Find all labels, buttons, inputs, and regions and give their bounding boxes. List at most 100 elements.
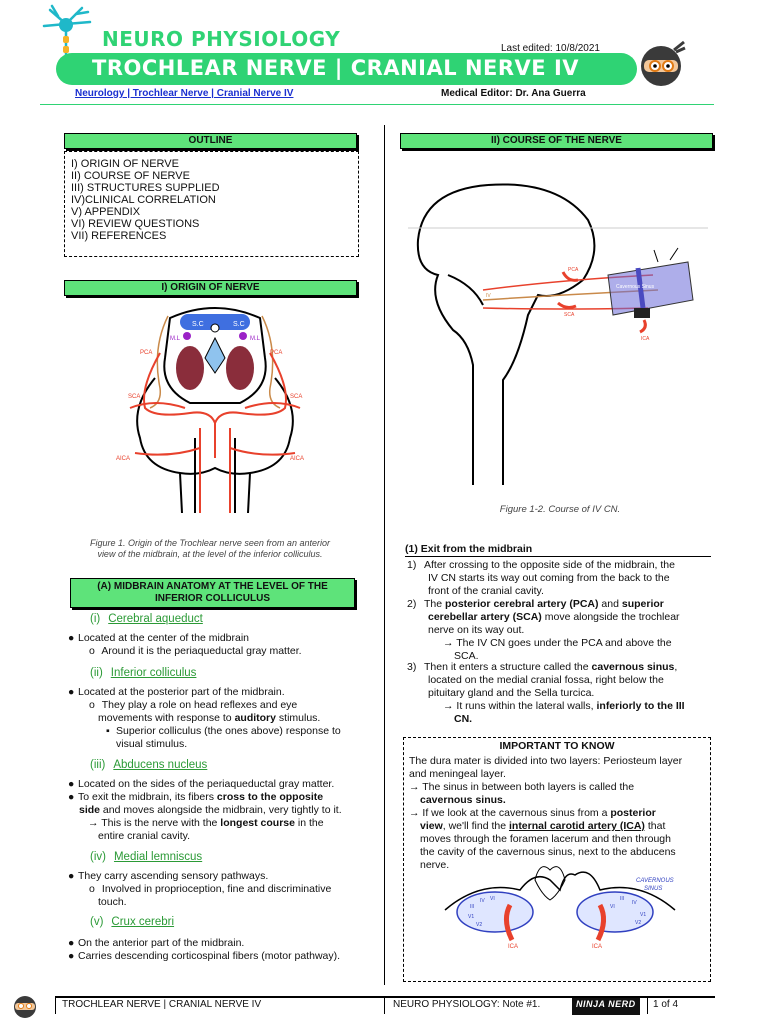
heading-line: INFERIOR COLLICULUS (155, 593, 270, 604)
text: , we'll find the (442, 820, 509, 832)
page-title: TROCHLEAR NERVE | CRANIAL NERVE IV (92, 56, 580, 80)
midbrain-figure: S.C S.C M.L M.L PCA PCA SCA SCA AICA AIC… (100, 298, 330, 528)
bullet: ●To exit the midbrain, its fibers cross … (68, 791, 324, 803)
fig-label-sc: S.C (192, 321, 204, 328)
caption-line: Figure 1. Origin of the Trochlear nerve … (90, 538, 330, 548)
subheading-num: (ii) (90, 667, 103, 679)
bold-text: posterior cerebral artery (PCA) (445, 598, 599, 610)
text: pituitary gland and the Sella turcica. (428, 687, 595, 699)
fig-label-pca: PCA (140, 350, 152, 356)
footer-rule (55, 996, 715, 998)
bold-text: cavernous sinus (591, 661, 675, 673)
fig-label-sca: SCA (290, 394, 302, 400)
subheading-title: Crux cerebri (111, 916, 175, 928)
ninja-mascot-icon (636, 38, 686, 88)
column-divider (384, 125, 385, 985)
point-num: 2) (407, 598, 417, 610)
fig-label-ml: M.L (170, 336, 181, 342)
outline-item[interactable]: III) STRUCTURES SUPPLIED (71, 182, 220, 194)
page-number: 1 of 4 (653, 999, 679, 1010)
caption-line: view of the midbrain, at the level of th… (97, 549, 323, 559)
outline-item[interactable]: IV)CLINICAL CORRELATION (71, 194, 216, 206)
footer-separator (384, 998, 385, 1014)
fig-label-cavernous-sinus: Cavernous Sinus (616, 284, 655, 290)
text: , (674, 661, 678, 673)
outline-item[interactable]: VI) REVIEW QUESTIONS (71, 218, 200, 230)
bullet: ●Located at the center of the midbrain (68, 632, 250, 644)
fig-label-ml: M.L (250, 336, 261, 342)
bold-text: view (420, 820, 443, 832)
breadcrumb[interactable]: Neurology | Trochlear Nerve | Cranial Ne… (75, 88, 294, 99)
figure-1-2-caption: Figure 1-2. Course of IV CN. (499, 504, 621, 515)
text: and meningeal layer. (409, 768, 506, 780)
text: stimulus. (275, 712, 321, 724)
important-heading: IMPORTANT TO KNOW (499, 740, 615, 752)
fig-label-aica: AICA (290, 456, 304, 462)
last-edited: Last edited: 10/8/2021 (501, 43, 600, 54)
bullet-text: Located at the center of the midbrain (78, 632, 250, 644)
svg-text:V1: V1 (640, 912, 646, 918)
text: After crossing to the opposite side of t… (424, 559, 675, 571)
subheading-num: (iv) (90, 851, 106, 863)
bold-text: auditory (234, 712, 276, 724)
point-num: 1) (407, 559, 417, 571)
course-heading: II) COURSE OF THE NERVE (400, 133, 713, 149)
svg-text:VI: VI (490, 896, 495, 902)
outline-item[interactable]: II) COURSE OF NERVE (71, 170, 190, 182)
fig-label-ica: ICA (641, 336, 650, 342)
bullet: ●Located at the posterior part of the mi… (68, 686, 285, 698)
ninja-nerd-logo: NINJA NERD (572, 998, 640, 1015)
subheading-title: Medial lemniscus (113, 851, 203, 863)
course-point-2: 2)The posterior cerebral artery (PCA) an… (407, 598, 707, 663)
fig-label-pca: PCA (270, 350, 282, 356)
bullet-text: Located at the posterior part of the mid… (78, 686, 285, 698)
svg-text:V1: V1 (468, 914, 474, 920)
footer-separator (55, 998, 56, 1014)
subheading-num: (iii) (90, 759, 106, 771)
footer-note: NEURO PHYSIOLOGY: Note #1. (393, 999, 541, 1010)
bold-text: cerebellar artery (SCA) (428, 611, 542, 623)
fig-label-iv: IV (486, 293, 491, 299)
bullet: → This is the nerve with the longest cou… (88, 817, 324, 829)
svg-text:VI: VI (610, 904, 615, 910)
bullet-text: Located on the sides of the periaqueduct… (78, 778, 335, 790)
bullet: ●Located on the sides of the periaqueduc… (68, 778, 335, 790)
text: The (424, 598, 446, 610)
fig-label-ica: ICA (508, 944, 518, 950)
subheading-crux-cerebri: (v)Crux cerebri (90, 916, 174, 928)
title-banner (56, 53, 637, 85)
bullet-continued: side and moves alongside the midbrain, v… (79, 804, 342, 817)
bullet-continued: entire cranial cavity. (98, 830, 190, 843)
outline-item[interactable]: VII) REFERENCES (71, 230, 167, 242)
bullet-continued: touch. (98, 896, 127, 909)
bullet: ●Carries descending corticospinal fibers… (68, 950, 341, 962)
text: SCA. (454, 650, 479, 662)
text: movements with response to (98, 712, 235, 724)
svg-text:IV: IV (632, 900, 637, 906)
svg-text:III: III (620, 896, 624, 902)
fig-label-sinus: SINUS (644, 886, 662, 892)
bold-text: CN. (454, 713, 473, 725)
text: → The sinus in between both layers is ca… (409, 781, 635, 793)
bullet-text: Carries descending corticospinal fibers … (78, 950, 341, 962)
bullet: o They play a role on head reflexes and … (89, 699, 298, 711)
subheading-cerebral-aqueduct: (i)Cerebral aqueduct (90, 613, 203, 625)
subheading-inferior-colliculus: (ii)Inferior colliculus (90, 667, 196, 679)
subheading-title: Cerebral aqueduct (108, 613, 203, 625)
medical-editor: Medical Editor: Dr. Ana Guerra (441, 88, 586, 99)
bullet: o Involved in proprioception, fine and d… (89, 883, 332, 895)
header-divider (40, 104, 714, 105)
text: move alongside the trochlear (541, 611, 680, 623)
outline-item[interactable]: I) ORIGIN OF NERVE (71, 158, 179, 170)
bullet-continued: movements with response to auditory stim… (98, 712, 320, 725)
important-box (403, 737, 711, 982)
fig-label-pca: PCA (568, 267, 579, 273)
footer-ninja-icon (10, 993, 40, 1019)
bold-text: cross to the opposite (216, 791, 324, 803)
midbrain-anatomy-heading: (A) MIDBRAIN ANATOMY AT THE LEVEL OF THE… (70, 578, 355, 608)
text: → The IV CN goes under the PCA and above… (443, 637, 672, 649)
bullet: o Around it is the periaqueductal gray m… (89, 645, 302, 657)
heading-line: (A) MIDBRAIN ANATOMY AT THE LEVEL OF THE (97, 581, 328, 592)
outline-item[interactable]: V) APPENDIX (71, 206, 141, 218)
